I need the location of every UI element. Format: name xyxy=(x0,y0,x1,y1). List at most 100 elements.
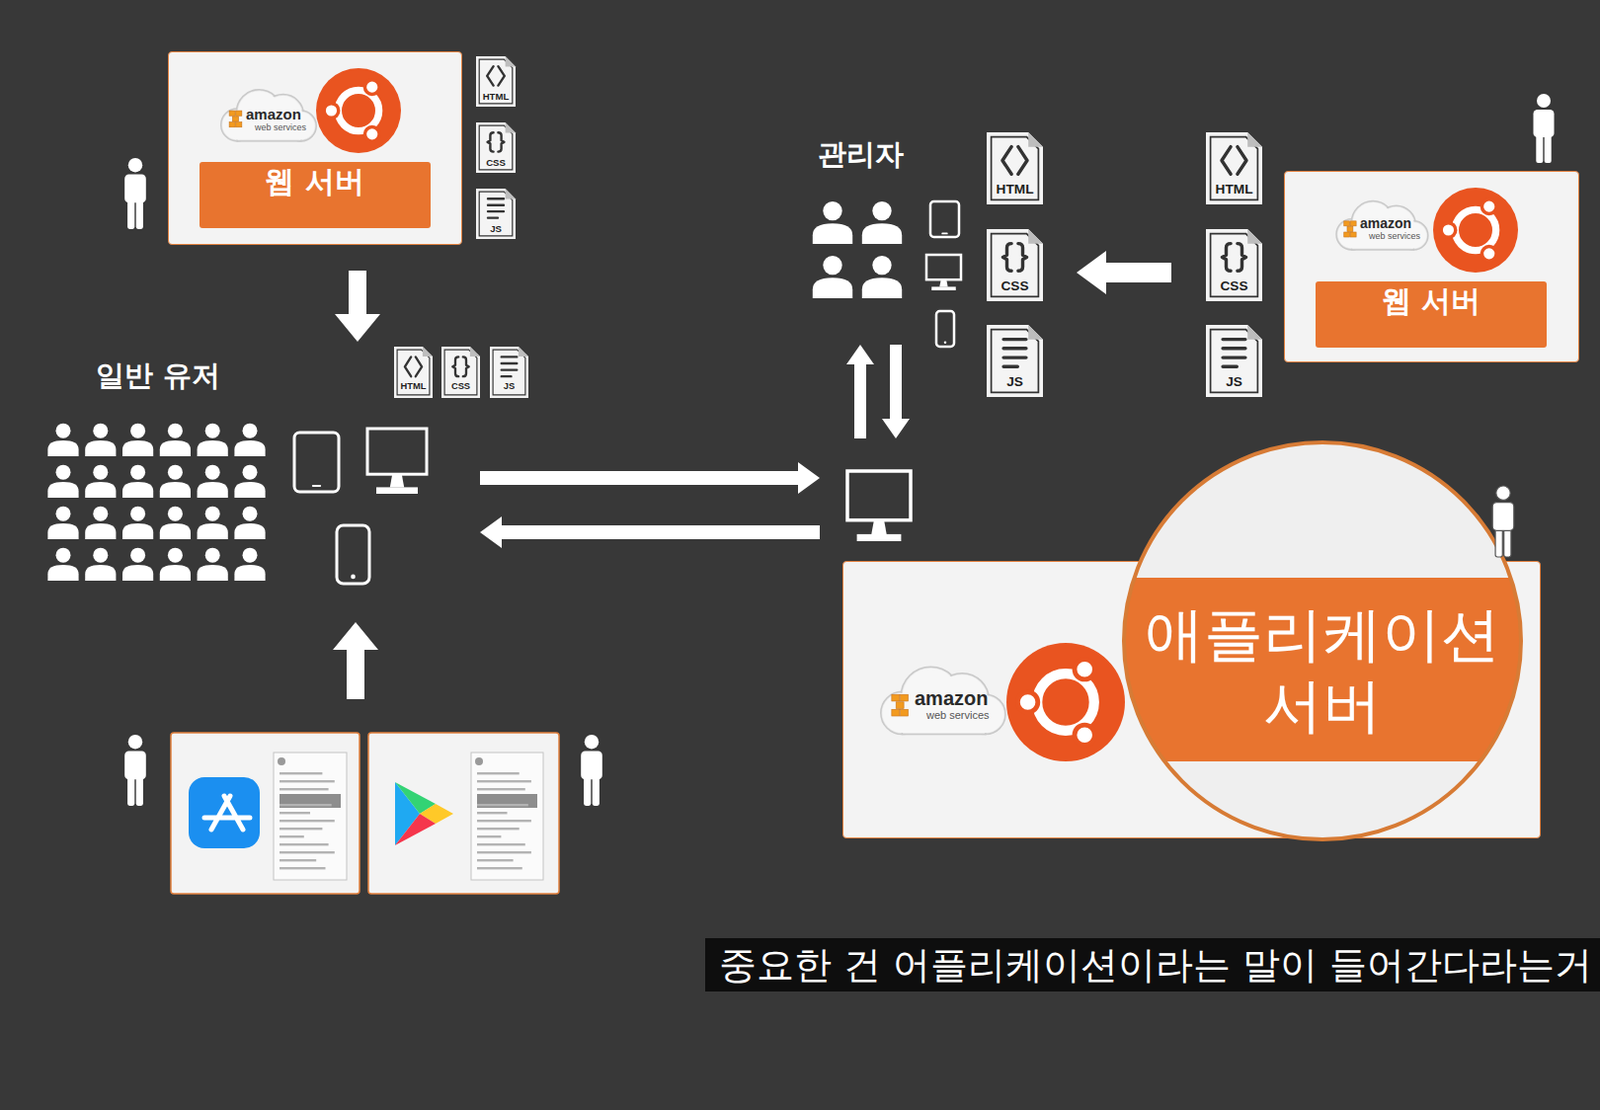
screenshot-line xyxy=(279,835,305,838)
user-shoulders xyxy=(122,523,154,540)
user-icon xyxy=(862,255,902,299)
ubuntu-dot xyxy=(1440,223,1456,239)
screenshot-line xyxy=(477,859,514,862)
aws-cube xyxy=(232,116,239,122)
person-body xyxy=(580,751,603,781)
user-shoulders xyxy=(234,564,265,581)
screenshot-line xyxy=(477,835,501,838)
file-fold xyxy=(1028,132,1043,148)
file-symbol xyxy=(1003,339,1027,368)
aws-logo xyxy=(880,666,1006,734)
person-body xyxy=(1533,109,1555,138)
user-shoulders xyxy=(84,564,116,581)
file-type-label: HTML xyxy=(394,379,433,396)
user-icon xyxy=(812,201,853,244)
user-shoulders xyxy=(160,523,191,540)
user-icon xyxy=(122,423,154,457)
file-symbol xyxy=(404,356,422,377)
file-icon xyxy=(1205,132,1263,205)
file-type-label: CSS xyxy=(441,379,480,396)
user-icon xyxy=(812,255,853,299)
file-type-label: JS xyxy=(476,221,516,237)
user-shoulders xyxy=(122,564,154,581)
server-card: 웹 서버 xyxy=(1283,170,1580,363)
user-shoulders xyxy=(234,481,265,498)
monitor-base xyxy=(857,534,902,542)
user-head xyxy=(167,465,183,480)
monitor-base xyxy=(931,286,957,291)
user-head xyxy=(242,465,258,480)
user-head xyxy=(56,548,72,563)
file-type-label: HTML xyxy=(476,88,516,104)
user-icon xyxy=(47,465,79,498)
file-fold xyxy=(1247,132,1263,148)
file-type-label: CSS xyxy=(986,275,1043,298)
block-arrow xyxy=(881,344,910,439)
screenshot-line xyxy=(279,788,329,791)
user-icon xyxy=(234,423,265,457)
user-icon xyxy=(47,423,79,457)
screenshot-line xyxy=(279,859,317,862)
user-head xyxy=(205,423,221,439)
screenshot-image xyxy=(279,794,341,808)
aws-cube xyxy=(900,709,909,717)
user-head xyxy=(167,506,183,522)
user-icon xyxy=(160,423,191,457)
ubuntu-dot xyxy=(364,80,380,95)
user-shoulders xyxy=(812,277,853,299)
file-fold xyxy=(505,56,516,67)
file-icon xyxy=(476,56,516,107)
user-icon xyxy=(160,465,191,498)
file-fold xyxy=(505,122,516,133)
user-head xyxy=(242,506,258,522)
user-shoulders xyxy=(862,277,902,299)
user-icon xyxy=(84,548,116,581)
tablet-icon xyxy=(930,201,960,238)
ubuntu-disc xyxy=(316,68,401,154)
screenshot-line xyxy=(279,851,335,854)
ubuntu-dot xyxy=(1074,724,1095,745)
file-fold xyxy=(422,346,433,357)
file-sheet xyxy=(476,188,516,240)
file-symbol xyxy=(452,356,469,377)
server-label: 웹 서버 xyxy=(199,161,431,229)
person-icon xyxy=(124,734,147,806)
screenshot-line xyxy=(477,867,523,870)
user-shoulders xyxy=(160,440,191,457)
user-shoulders xyxy=(47,523,79,540)
person-icon xyxy=(124,158,147,230)
file-fold xyxy=(1028,324,1043,340)
aws-cube xyxy=(236,122,242,128)
file-fold xyxy=(505,188,516,199)
file-fold xyxy=(1028,229,1043,244)
user-shoulders xyxy=(122,481,154,498)
ubuntu-dot xyxy=(364,127,380,143)
magnifier-ring xyxy=(1123,442,1521,840)
file-sheet xyxy=(476,122,516,173)
screenshot-frame xyxy=(273,752,347,880)
user-head xyxy=(822,255,842,275)
file-sheet xyxy=(986,324,1043,398)
user-head xyxy=(56,423,72,439)
ubuntu-dot xyxy=(1017,692,1038,713)
ubuntu-dot xyxy=(1481,199,1497,215)
monitor-screen xyxy=(367,428,427,475)
aws-cube xyxy=(1350,232,1357,238)
aws-cube xyxy=(1350,221,1357,227)
user-head xyxy=(872,255,891,275)
file-icon xyxy=(476,188,516,240)
file-icon xyxy=(986,324,1043,398)
logo-wordmark: amazon xyxy=(914,688,988,709)
file-icon xyxy=(1205,324,1263,398)
monitor-stand xyxy=(390,474,404,487)
block-arrow xyxy=(1076,250,1172,295)
user-icon xyxy=(197,548,229,581)
file-symbol xyxy=(501,356,518,377)
user-shoulders xyxy=(197,523,229,540)
user-shoulders xyxy=(234,440,265,457)
phone-button xyxy=(350,574,356,580)
file-sheet xyxy=(394,346,433,399)
user-shoulders xyxy=(812,223,853,244)
monitor-stand xyxy=(871,520,886,535)
app-card xyxy=(368,732,560,894)
